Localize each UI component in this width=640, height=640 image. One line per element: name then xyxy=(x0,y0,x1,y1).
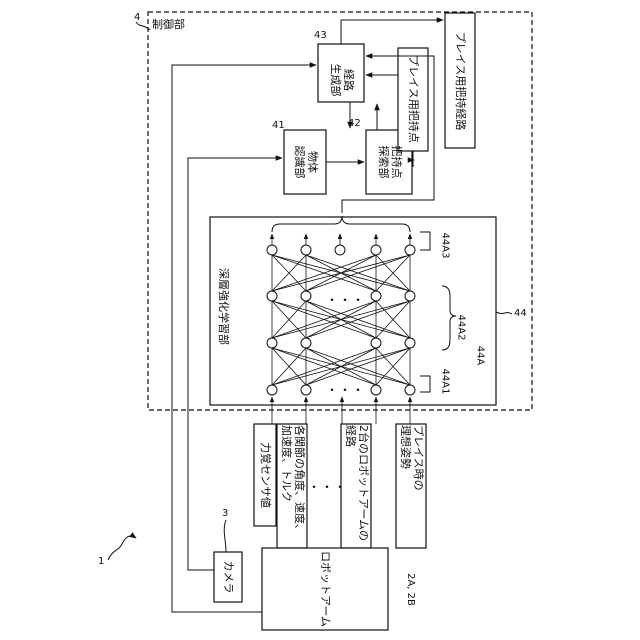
network-node-hidden1 xyxy=(267,338,277,348)
figure-number: 1 xyxy=(98,556,104,567)
place-grip-path-label: プレイス用把持経路 xyxy=(453,13,467,149)
object-recognizer-label: 物体 認識部 xyxy=(291,132,319,192)
network-node-input xyxy=(405,385,415,395)
output-layer-brace xyxy=(420,232,430,250)
network-node-output xyxy=(267,245,277,255)
output-layer-ref: 44A3 xyxy=(439,233,450,259)
input-paths-line2: 経路 xyxy=(344,425,357,549)
generator-to-path-line xyxy=(341,20,443,44)
object-recognizer-ref: 41 xyxy=(272,120,285,131)
network-node-output xyxy=(371,245,381,255)
controller-ref: 4 xyxy=(134,12,140,23)
input-joints-line2: 加速度、トルク xyxy=(280,425,293,549)
input-label-posture: プレイス時の 理想姿勢 xyxy=(397,425,425,549)
hidden-layer-brace xyxy=(442,286,456,350)
hidden-layer-ref: 44A2 xyxy=(455,315,466,341)
network-node-output xyxy=(301,245,311,255)
grip-point-searcher-line1: 把持点 xyxy=(390,132,403,192)
input-posture-line2: 理想姿勢 xyxy=(399,425,412,549)
network-node-hidden2 xyxy=(267,291,277,301)
network-node-input xyxy=(267,385,277,395)
path-generator-line2: 生成部 xyxy=(329,50,342,110)
network-edges xyxy=(272,234,410,385)
network-node-input xyxy=(301,385,311,395)
input-layer-brace xyxy=(420,376,430,392)
path-generator-label: 経路 生成部 xyxy=(327,50,355,110)
camera-label: カメラ xyxy=(221,547,235,607)
controller-title: 制御部 xyxy=(152,16,185,32)
network-ellipsis-bottom: ・・・ xyxy=(326,381,365,398)
drl-ref: 44 xyxy=(514,308,527,319)
input-joints-line1: 各関節の角度、速度、 xyxy=(293,425,306,549)
network-node-output xyxy=(405,245,415,255)
input-paths-line1: 2台のロボットアームの xyxy=(357,425,370,549)
figure-pointer xyxy=(108,536,136,560)
camera-ref: 3 xyxy=(222,508,228,519)
network-node-hidden1 xyxy=(405,338,415,348)
input-posture-line1: プレイス時の xyxy=(412,425,425,549)
input-label-force: 力覚センサ値 xyxy=(258,425,272,525)
grip-point-searcher-ref: 42 xyxy=(348,118,361,129)
drl-ref-pointer xyxy=(496,312,512,314)
network-node-hidden2 xyxy=(405,291,415,301)
robot-arm-ref: 2A, 2B xyxy=(405,573,416,606)
input-label-paths: 2台のロボットアームの 経路 xyxy=(342,425,370,549)
input-label-joints: 各関節の角度、速度、 加速度、トルク xyxy=(278,425,306,549)
input-layer-ref: 44A1 xyxy=(439,369,450,395)
place-point-to-searcher-line xyxy=(413,151,414,166)
drl-title: 深層強化学習部 xyxy=(216,268,230,358)
place-grip-point-label: プレイス用把持点 xyxy=(406,49,420,149)
network-node-hidden2 xyxy=(301,291,311,301)
path-generator-ref: 43 xyxy=(314,30,327,41)
input-force-line1: 力覚センサ値 xyxy=(259,425,272,525)
network-ref: 44A xyxy=(474,346,485,366)
robot-arm-label: ロボットアーム xyxy=(318,539,332,639)
network-node-output xyxy=(335,245,345,255)
network-ellipsis-top: ・・・ xyxy=(326,291,365,308)
object-recognizer-line2: 認識部 xyxy=(293,132,306,192)
network-node-hidden1 xyxy=(301,338,311,348)
path-generator-line1: 経路 xyxy=(342,50,355,110)
network-node-input xyxy=(371,385,381,395)
grip-point-searcher-line2: 探索部 xyxy=(377,132,390,192)
grip-point-searcher-label: 把持点 探索部 xyxy=(375,132,403,192)
object-recognizer-line1: 物体 xyxy=(306,132,319,192)
network-node-hidden2 xyxy=(371,291,381,301)
output-bracket xyxy=(272,216,410,232)
network-node-hidden1 xyxy=(371,338,381,348)
